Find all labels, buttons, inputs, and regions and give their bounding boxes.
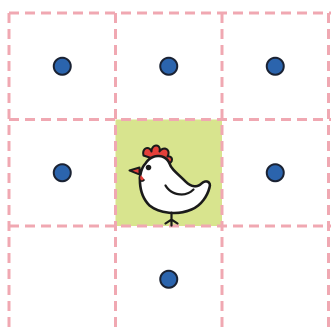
target-dot[interactable]	[160, 58, 177, 75]
target-dot[interactable]	[54, 164, 71, 181]
target-dot[interactable]	[267, 58, 284, 75]
target-dot[interactable]	[160, 271, 177, 288]
target-dot[interactable]	[267, 164, 284, 181]
grid-cell[interactable]	[222, 226, 329, 331]
target-dot[interactable]	[54, 58, 71, 75]
grid-cell[interactable]	[9, 226, 116, 331]
